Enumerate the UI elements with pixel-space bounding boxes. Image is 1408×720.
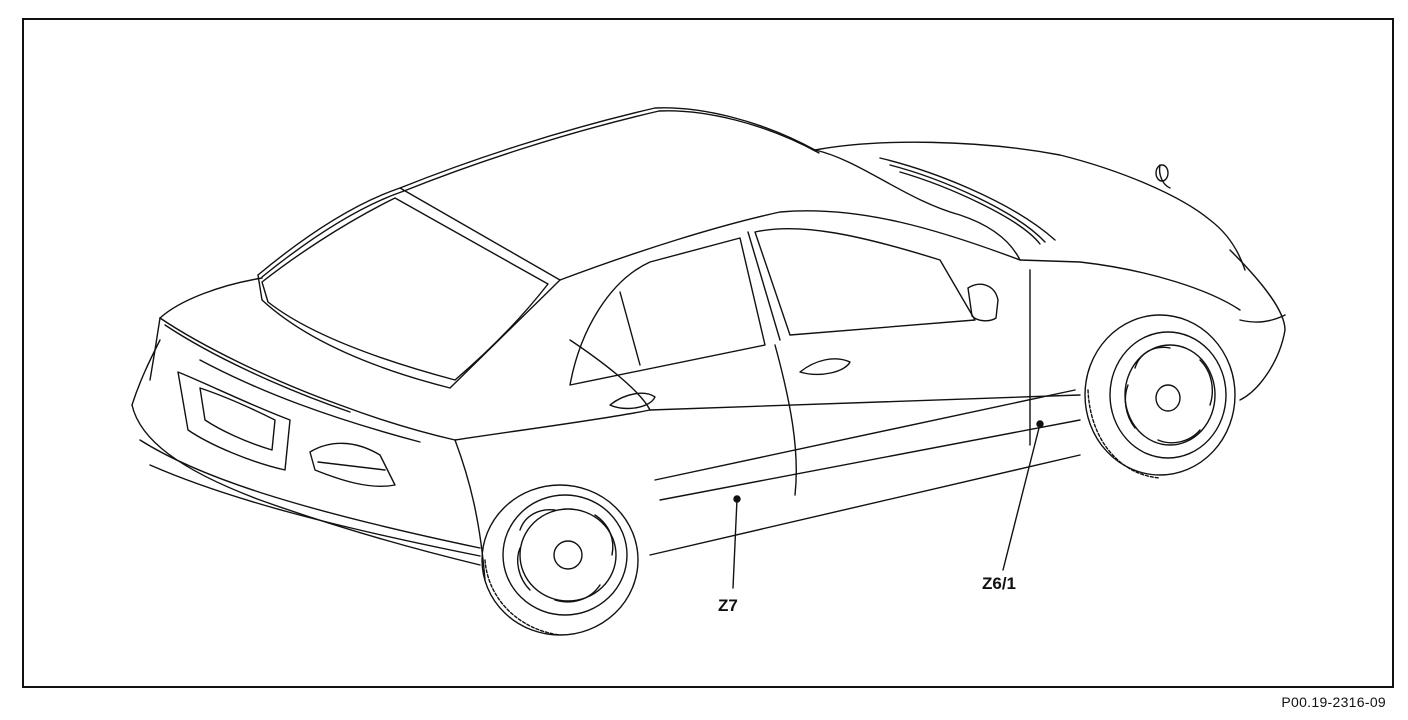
front-wheel <box>1085 315 1235 478</box>
side-mirror <box>968 284 998 321</box>
callouts <box>733 421 1043 588</box>
callout-label-z6-1: Z6/1 <box>982 574 1017 593</box>
license-plate <box>178 372 290 470</box>
side-windows <box>570 229 975 385</box>
callout-label-z7: Z7 <box>718 596 738 615</box>
rear-wheel <box>482 485 638 635</box>
car-roof <box>258 108 1020 388</box>
figure-frame <box>22 18 1394 688</box>
front-end <box>815 142 1285 400</box>
doors <box>610 345 850 495</box>
rear-end <box>132 278 485 580</box>
rear-light <box>310 443 395 486</box>
side-body <box>455 211 1240 555</box>
rear-window <box>262 198 548 380</box>
figure-code: P00.19-2316-09 <box>1281 694 1386 710</box>
